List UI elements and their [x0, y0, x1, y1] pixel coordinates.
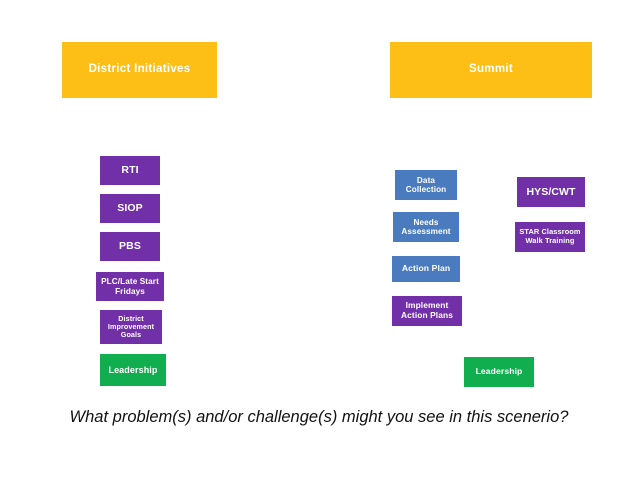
node-implement-action-plans: Implement Action Plans	[392, 296, 462, 326]
node-leadership-district: Leadership	[100, 354, 166, 386]
node-district-improvement-goals: District Improvement Goals	[100, 310, 162, 344]
node-hys-cwt: HYS/CWT	[517, 177, 585, 207]
banner-district-initiatives: District Initiatives	[62, 42, 217, 98]
node-plc-late-start-fridays: PLC/Late Start Fridays	[96, 272, 164, 301]
node-star-classroom-walk-training: STAR Classroom Walk Training	[515, 222, 585, 252]
node-needs-assessment: Needs Assessment	[393, 212, 459, 242]
node-leadership-summit: Leadership	[464, 357, 534, 387]
node-rti: RTI	[100, 156, 160, 185]
node-action-plan: Action Plan	[392, 256, 460, 282]
node-siop: SIOP	[100, 194, 160, 223]
banner-summit: Summit	[390, 42, 592, 98]
slide-caption: What problem(s) and/or challenge(s) migh…	[69, 408, 569, 426]
node-pbs: PBS	[100, 232, 160, 261]
node-data-collection: Data Collection	[395, 170, 457, 200]
